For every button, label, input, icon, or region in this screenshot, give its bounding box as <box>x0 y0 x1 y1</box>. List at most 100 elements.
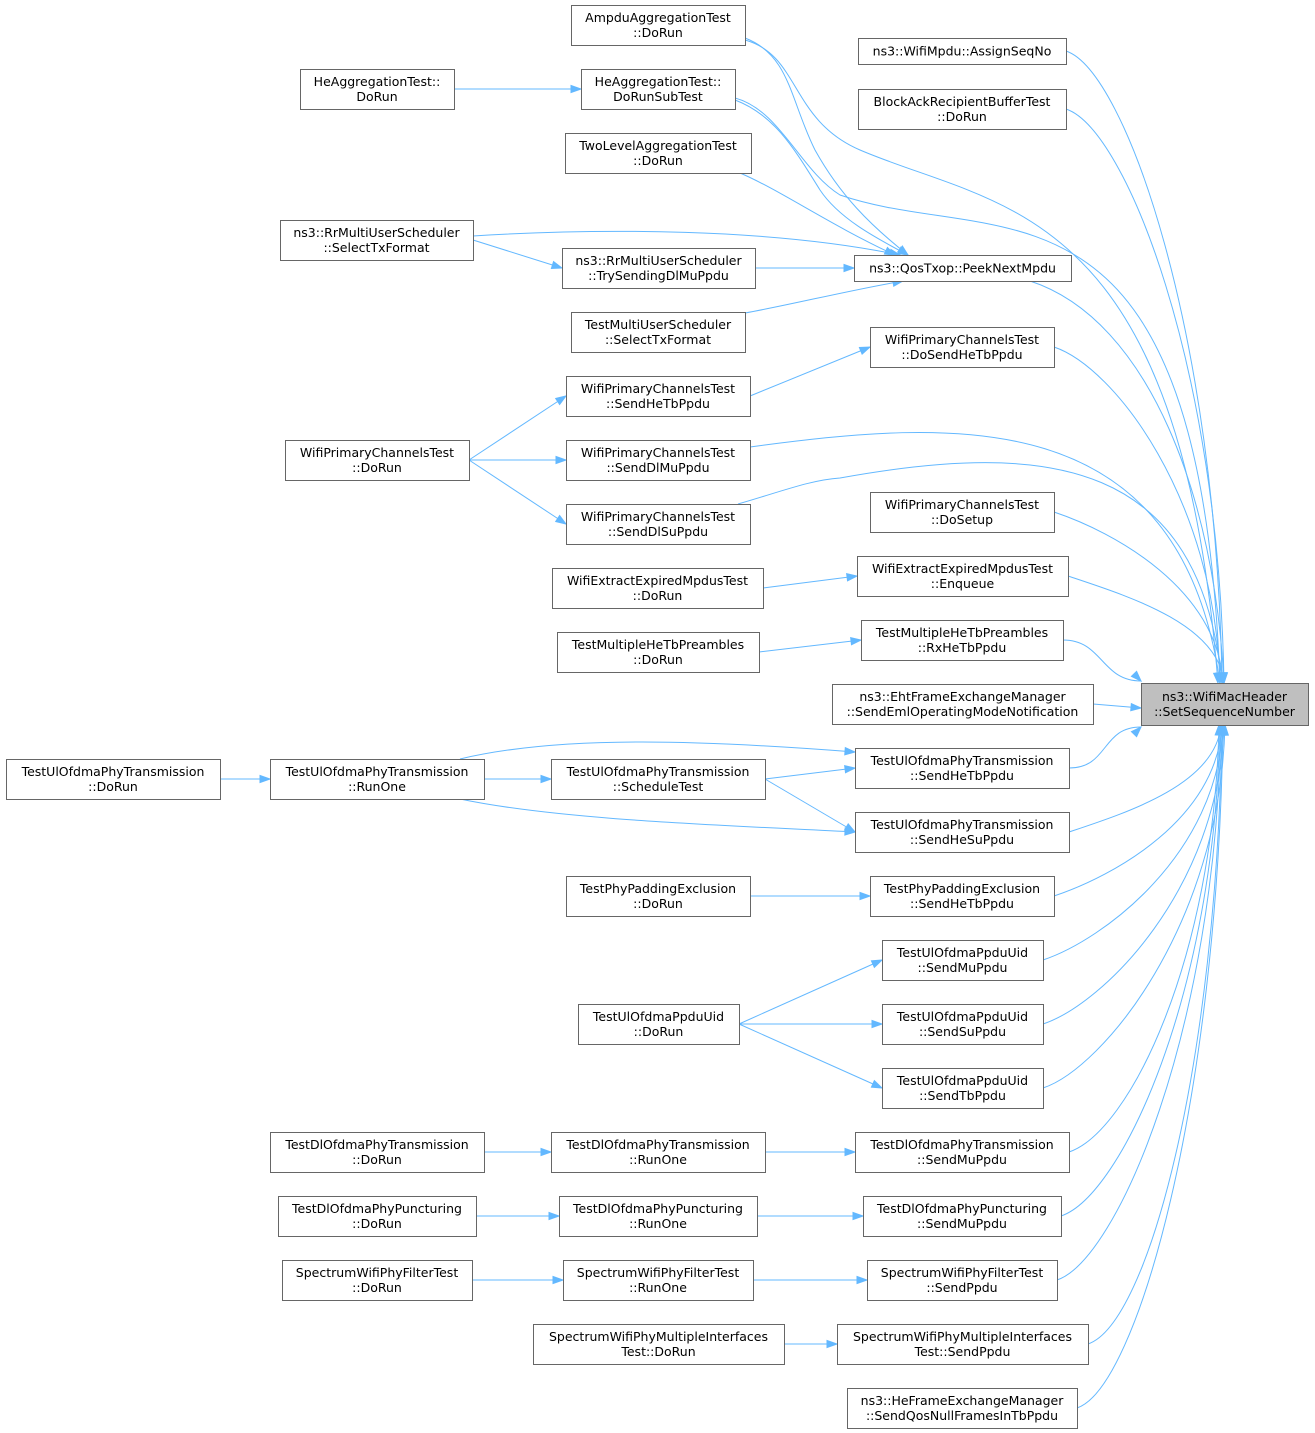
edge-arrowhead <box>844 764 857 774</box>
call-edge <box>1068 724 1222 833</box>
node-box <box>581 69 736 110</box>
caller-function-node[interactable]: SpectrumWifiPhyMultipleInterfacesTest::D… <box>533 1324 785 1365</box>
node-label-line: TestDlOfdmaPhyPuncturing <box>876 1201 1047 1216</box>
call-edge <box>1042 724 1225 1025</box>
node-box <box>1141 683 1309 726</box>
caller-function-node[interactable]: WifiExtractExpiredMpdusTest::DoRun <box>552 568 764 609</box>
node-label-line: SpectrumWifiPhyMultipleInterfaces <box>549 1329 768 1344</box>
caller-function-node[interactable]: WifiPrimaryChannelsTest::SendHeTbPpdu <box>566 376 751 417</box>
caller-function-node[interactable]: TestUlOfdmaPpduUid::SendSuPpdu <box>882 1004 1044 1045</box>
edge-arrowhead <box>856 1275 869 1285</box>
node-label-line: ::TrySendingDlMuPpdu <box>588 268 729 283</box>
node-label-line: HeAggregationTest:: <box>314 74 441 89</box>
node-box <box>270 1132 485 1173</box>
edge-arrowhead <box>871 1019 884 1029</box>
node-label-line: DoRun <box>356 89 397 104</box>
caller-function-node[interactable]: SpectrumWifiPhyFilterTest::DoRun <box>282 1260 473 1301</box>
node-label-line: ::DoRun <box>352 1216 402 1231</box>
caller-function-node[interactable]: TestUlOfdmaPpduUid::DoRun <box>578 1004 740 1045</box>
caller-function-node[interactable]: ns3::QosTxop::PeekNextMpdu <box>854 255 1072 282</box>
node-box <box>870 876 1055 917</box>
node-label-line: TwoLevelAggregationTest <box>578 138 737 153</box>
caller-function-node[interactable]: WifiExtractExpiredMpdusTest::Enqueue <box>857 556 1069 597</box>
call-edge <box>1087 724 1223 1345</box>
node-label-line: ::SendDlMuPpdu <box>606 460 709 475</box>
node-box <box>557 632 760 673</box>
call-edge <box>739 172 896 256</box>
caller-function-node[interactable]: TestPhyPaddingExclusion::DoRun <box>566 876 751 917</box>
call-edge <box>1062 639 1142 682</box>
edge-arrowhead <box>540 1147 553 1157</box>
node-label-line: Test::DoRun <box>620 1344 695 1359</box>
node-label-line: ::DoRun <box>633 25 683 40</box>
caller-function-node[interactable]: TwoLevelAggregationTest::DoRun <box>565 133 752 174</box>
caller-function-node[interactable]: TestDlOfdmaPhyPuncturing::DoRun <box>278 1196 477 1237</box>
call-edge <box>1060 724 1221 1217</box>
caller-function-node[interactable]: TestPhyPaddingExclusion::SendHeTbPpdu <box>870 876 1055 917</box>
call-edge <box>459 741 856 760</box>
caller-function-node[interactable]: TestDlOfdmaPhyPuncturing::RunOne <box>559 1196 758 1237</box>
node-label-line: TestUlOfdmaPhyTransmission <box>21 764 205 779</box>
caller-function-node[interactable]: ns3::EhtFrameExchangeManager::SendEmlOpe… <box>832 684 1094 725</box>
caller-function-node[interactable]: TestUlOfdmaPhyTransmission::DoRun <box>6 759 221 800</box>
node-box <box>571 312 746 353</box>
caller-function-node[interactable]: BlockAckRecipientBufferTest::DoRun <box>858 89 1067 130</box>
call-edge <box>1053 511 1224 684</box>
node-label-line: HeAggregationTest:: <box>595 74 722 89</box>
call-edge <box>738 1023 883 1089</box>
call-edge <box>1068 726 1142 769</box>
call-edge <box>764 778 856 833</box>
caller-function-node[interactable]: TestUlOfdmaPpduUid::SendMuPpdu <box>882 940 1044 981</box>
edge-arrowhead <box>1218 672 1228 685</box>
caller-function-node[interactable]: TestUlOfdmaPhyTransmission::SendHeSuPpdu <box>855 812 1070 853</box>
node-box <box>837 1324 1089 1365</box>
caller-function-node[interactable]: WifiPrimaryChannelsTest::SendDlMuPpdu <box>566 440 751 481</box>
node-label-line: Test::SendPpdu <box>914 1344 1011 1359</box>
edge-arrowhead <box>844 746 857 756</box>
node-label-line: TestDlOfdmaPhyPuncturing <box>291 1201 462 1216</box>
caller-function-node[interactable]: TestMultipleHeTbPreambles::RxHeTbPpdu <box>861 620 1064 661</box>
caller-function-node[interactable]: WifiPrimaryChannelsTest::DoSendHeTbPpdu <box>870 327 1055 368</box>
node-box <box>6 759 221 800</box>
caller-function-node[interactable]: WifiPrimaryChannelsTest::DoSetup <box>870 492 1055 533</box>
node-label-line: ::SendMuPpdu <box>917 1152 1007 1167</box>
caller-function-node[interactable]: TestDlOfdmaPhyPuncturing::SendMuPpdu <box>863 1196 1062 1237</box>
caller-function-node[interactable]: TestMultiUserScheduler::SelectTxFormat <box>571 312 746 353</box>
caller-function-node[interactable]: WifiPrimaryChannelsTest::DoRun <box>285 440 470 481</box>
node-box <box>863 1196 1062 1237</box>
edge-arrowhead <box>859 891 872 901</box>
node-label-line: TestPhyPaddingExclusion <box>883 881 1040 896</box>
caller-function-node[interactable]: TestUlOfdmaPhyTransmission::SendHeTbPpdu <box>855 748 1070 789</box>
caller-function-node[interactable]: SpectrumWifiPhyFilterTest::SendPpdu <box>867 1260 1058 1301</box>
caller-function-node[interactable]: TestUlOfdmaPpduUid::SendTbPpdu <box>882 1068 1044 1109</box>
node-label-line: TestMultipleHeTbPreambles <box>875 625 1048 640</box>
caller-function-node[interactable]: ns3::RrMultiUserScheduler::TrySendingDlM… <box>562 248 756 289</box>
caller-function-node[interactable]: ns3::HeFrameExchangeManager::SendQosNull… <box>847 1388 1078 1429</box>
caller-function-node[interactable]: ns3::WifiMpdu::AssignSeqNo <box>858 38 1067 65</box>
edge-arrowhead <box>852 1211 865 1221</box>
node-box <box>300 69 455 110</box>
caller-function-node[interactable]: AmpduAggregationTest::DoRun <box>571 5 746 46</box>
node-label-line: ::DoRun <box>937 109 987 124</box>
edge-arrowhead <box>548 1211 561 1221</box>
node-box <box>832 684 1094 725</box>
caller-function-node[interactable]: WifiPrimaryChannelsTest::SendDlSuPpdu <box>566 504 751 545</box>
node-box <box>571 5 746 46</box>
caller-function-node[interactable]: TestDlOfdmaPhyTransmission::DoRun <box>270 1132 485 1173</box>
caller-function-node[interactable]: HeAggregationTest::DoRun <box>300 69 455 110</box>
edge-arrowhead <box>554 514 568 525</box>
caller-function-node[interactable]: TestDlOfdmaPhyTransmission::RunOne <box>551 1132 766 1173</box>
caller-function-node[interactable]: TestUlOfdmaPhyTransmission::RunOne <box>270 759 485 800</box>
caller-function-node[interactable]: SpectrumWifiPhyMultipleInterfacesTest::S… <box>837 1324 1089 1365</box>
caller-function-node[interactable]: TestDlOfdmaPhyTransmission::SendMuPpdu <box>855 1132 1070 1173</box>
caller-function-node[interactable]: TestMultipleHeTbPreambles::DoRun <box>557 632 760 673</box>
edge-arrowhead <box>550 260 564 269</box>
focus-function-node[interactable]: ns3::WifiMacHeader::SetSequenceNumber <box>1141 683 1309 726</box>
caller-function-node[interactable]: ns3::RrMultiUserScheduler::SelectTxForma… <box>280 220 474 261</box>
node-label-line: ::SendHeTbPpdu <box>910 896 1014 911</box>
node-label-line: TestDlOfdmaPhyTransmission <box>565 1137 749 1152</box>
caller-function-node[interactable]: SpectrumWifiPhyFilterTest::RunOne <box>563 1260 754 1301</box>
caller-function-node[interactable]: TestUlOfdmaPhyTransmission::ScheduleTest <box>551 759 766 800</box>
node-box <box>867 1260 1058 1301</box>
caller-function-node[interactable]: HeAggregationTest::DoRunSubTest <box>581 69 736 110</box>
